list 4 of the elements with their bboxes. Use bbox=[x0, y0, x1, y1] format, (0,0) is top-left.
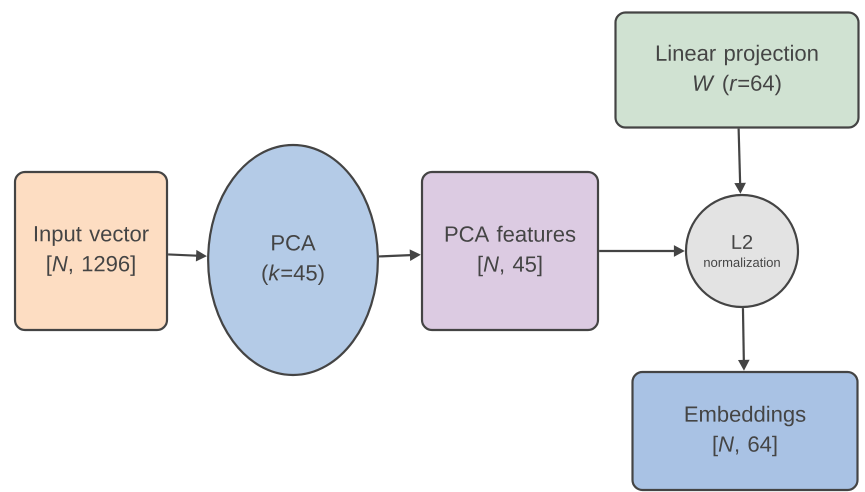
process-box: Input vector [N, 1296] bbox=[14, 170, 168, 332]
process-box: Linear projection W (r=64) bbox=[614, 11, 860, 129]
output-box: Embeddings [N, 64] bbox=[631, 370, 859, 492]
process-box: PCA features [N, 45] bbox=[420, 170, 600, 332]
